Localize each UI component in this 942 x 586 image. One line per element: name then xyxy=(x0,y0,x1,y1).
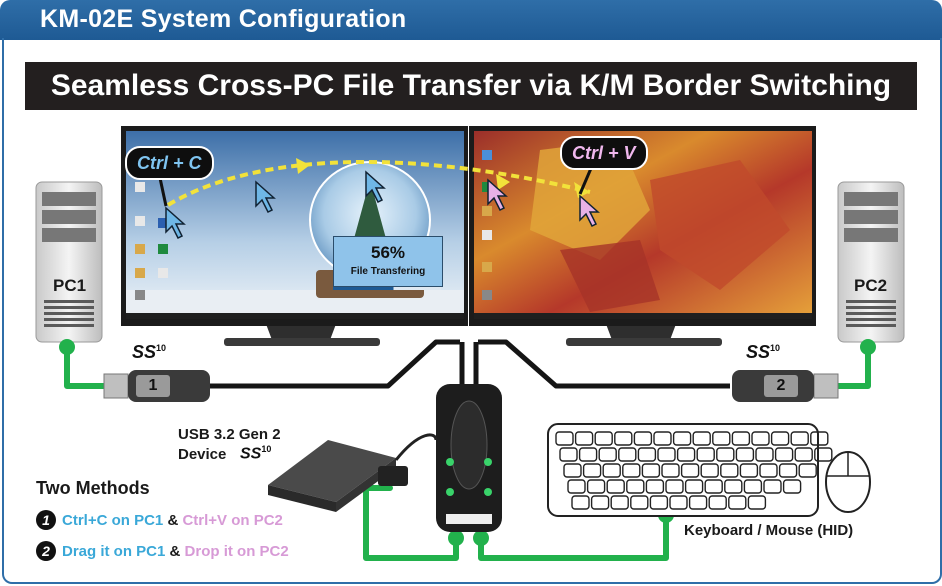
method-2-target: Drop it on PC2 xyxy=(184,543,289,560)
paste-bubble: Ctrl + V xyxy=(560,136,648,170)
drag-path-arrow xyxy=(166,159,591,207)
method-number: 2 xyxy=(36,541,56,561)
hid-label: Keyboard / Mouse (HID) xyxy=(684,522,854,539)
plug-2-number: 2 xyxy=(764,375,798,397)
usb-device xyxy=(268,433,438,512)
monitor-stand-left xyxy=(224,324,380,346)
mouse-icon xyxy=(825,451,871,513)
usb-superspeed-logo: SS10 xyxy=(746,342,781,362)
page-title: KM-02E System Configuration xyxy=(40,5,407,33)
keyboard-icon xyxy=(547,423,833,517)
banner-title: Seamless Cross-PC File Transfer via K/M … xyxy=(50,69,892,102)
pc1-tower xyxy=(35,181,103,343)
progress-fill xyxy=(333,286,394,290)
km-switch-unit xyxy=(436,384,502,532)
usb-device-label-line2: Device xyxy=(178,446,227,463)
transfer-caption: File Transfering xyxy=(350,266,426,277)
monitor-stand-right xyxy=(566,324,722,346)
transfer-percent: 56% xyxy=(370,243,406,262)
pc1-label: PC1 xyxy=(53,276,87,295)
pc2-label: PC2 xyxy=(854,276,888,295)
method-2-amp: & xyxy=(169,543,181,560)
cursor-arrow-icon xyxy=(365,170,386,204)
usb-superspeed-logo: SS10 xyxy=(240,444,272,463)
usb-cables xyxy=(210,339,730,389)
cursor-arrow-icon xyxy=(165,206,186,240)
pc2-tower xyxy=(837,181,905,343)
cursor-arrow-icon xyxy=(487,178,508,212)
method-2-source: Drag it on PC1 xyxy=(62,543,166,560)
copy-bubble: Ctrl + C xyxy=(125,146,214,180)
cursor-arrows xyxy=(165,170,600,240)
cursor-arrow-icon xyxy=(255,180,276,214)
method-number: 1 xyxy=(36,510,56,530)
method-row-1: 1 Ctrl+C on PC1 & Ctrl+V on PC2 xyxy=(36,510,283,530)
method-1-amp: & xyxy=(167,512,179,529)
content-frame xyxy=(2,38,942,584)
method-1-source: Ctrl+C on PC1 xyxy=(62,512,164,529)
plug-1-number: 1 xyxy=(136,375,170,397)
method-1-target: Ctrl+V on PC2 xyxy=(182,512,283,529)
method-row-2: 2 Drag it on PC1 & Drop it on PC2 xyxy=(36,541,289,561)
desktop-icons-right xyxy=(482,150,492,300)
methods-title: Two Methods xyxy=(36,478,150,498)
banner: Seamless Cross-PC File Transfer via K/M … xyxy=(25,62,917,110)
transfer-progress-box: 56% File Transfering xyxy=(333,236,443,287)
usb-superspeed-logo: SS10 xyxy=(132,342,167,362)
cursor-arrow-icon xyxy=(579,194,600,228)
usb-device-label-line1: USB 3.2 Gen 2 xyxy=(178,426,281,443)
header-bar: KM-02E System Configuration xyxy=(0,0,942,40)
